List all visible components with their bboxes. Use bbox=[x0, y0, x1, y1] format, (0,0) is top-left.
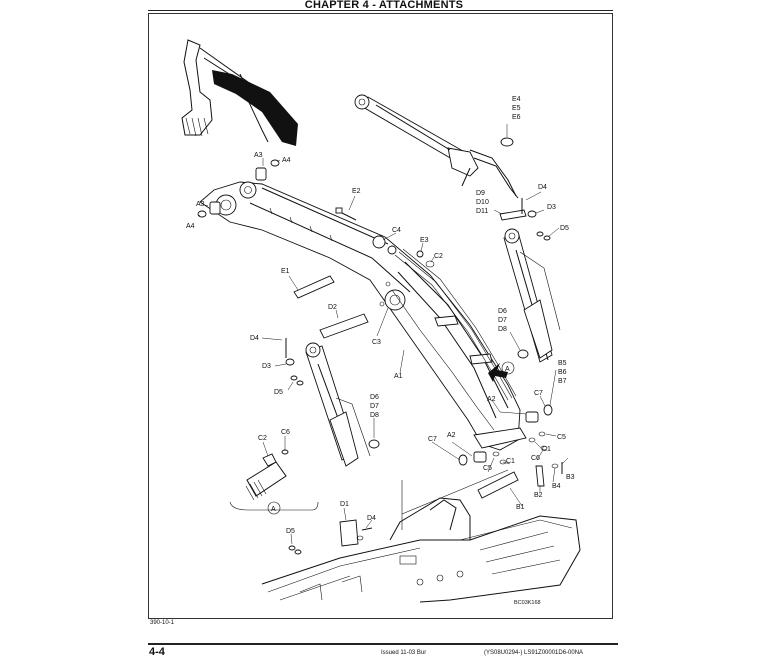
label-a1: A1 bbox=[394, 373, 403, 380]
label-b7: B7 bbox=[558, 378, 567, 385]
label-d11: D11 bbox=[476, 208, 488, 215]
label-c1-right: C1 bbox=[542, 446, 551, 453]
label-b1: B1 bbox=[516, 504, 525, 511]
label-b6: B6 bbox=[558, 369, 567, 376]
label-c7-left: C7 bbox=[428, 436, 437, 443]
label-b2: B2 bbox=[534, 492, 543, 499]
label-d6-right: D6 bbox=[498, 308, 507, 315]
view-marker-label-detail: A bbox=[271, 506, 276, 513]
label-e3: E3 bbox=[420, 237, 429, 244]
view-marker-label-top: A bbox=[505, 366, 510, 373]
label-a2-right: A2 bbox=[487, 396, 496, 403]
label-d5-left: D5 bbox=[274, 389, 283, 396]
label-d4-right: D4 bbox=[538, 184, 547, 191]
issued-date: Issued 11-03 Bur bbox=[381, 650, 427, 656]
leader-lines bbox=[197, 124, 569, 545]
label-c2-detail: C2 bbox=[258, 435, 267, 442]
label-c6-right: C6 bbox=[531, 455, 540, 462]
arm-cylinder bbox=[503, 228, 561, 363]
upper-structure: BC03K168 bbox=[261, 469, 581, 606]
label-c5-left: C5 bbox=[483, 465, 492, 472]
label-d5-right: D5 bbox=[560, 225, 569, 232]
figure-reference: 390-10-1 bbox=[150, 620, 175, 626]
label-e1: E1 bbox=[281, 268, 290, 275]
detail-a: A bbox=[229, 449, 319, 515]
label-d6-left: D6 bbox=[370, 394, 379, 401]
arm-thumbnail bbox=[181, 39, 298, 146]
view-a-marker: A bbox=[488, 361, 515, 382]
label-d9: D9 bbox=[476, 190, 485, 197]
label-e4: E4 bbox=[512, 96, 521, 103]
page-number: 4-4 bbox=[149, 646, 165, 658]
label-a2-left: A2 bbox=[447, 432, 456, 439]
label-d3-right: D3 bbox=[547, 204, 556, 211]
bucket-cylinder bbox=[354, 94, 519, 199]
label-d1: D1 bbox=[340, 501, 349, 508]
label-c2-main: C2 bbox=[434, 253, 443, 260]
chapter-title: CHAPTER 4 - ATTACHMENTS bbox=[304, 0, 464, 11]
footer-rule bbox=[148, 643, 618, 645]
label-e6: E6 bbox=[512, 114, 521, 121]
label-a4-top: A4 bbox=[282, 157, 291, 164]
pins-and-hardware bbox=[197, 137, 563, 555]
label-c6-detail: C6 bbox=[281, 429, 290, 436]
label-d7-right: D7 bbox=[498, 317, 507, 324]
label-d8-left: D8 bbox=[370, 412, 379, 419]
label-e2: E2 bbox=[352, 188, 361, 195]
label-c3: C3 bbox=[372, 339, 381, 346]
label-d3-left: D3 bbox=[262, 363, 271, 370]
label-b3: B3 bbox=[566, 474, 575, 481]
label-a3-left: A3 bbox=[196, 201, 205, 208]
figure-frame bbox=[148, 13, 613, 619]
label-d4-left: D4 bbox=[250, 335, 259, 342]
label-c7-right: C7 bbox=[534, 390, 543, 397]
label-c1-left: C1 bbox=[506, 458, 515, 465]
header-rule bbox=[148, 10, 613, 11]
drawing-code: BC03K168 bbox=[514, 600, 541, 606]
document-reference: (YS08U0294-) LS91Z00001D6-00NA bbox=[484, 650, 584, 656]
label-d2: D2 bbox=[328, 304, 337, 311]
label-d8-right: D8 bbox=[498, 326, 507, 333]
label-d5-bottom: D5 bbox=[286, 528, 295, 535]
label-d10: D10 bbox=[476, 199, 489, 206]
label-c5-right: C5 bbox=[557, 434, 566, 441]
boom-cylinder bbox=[305, 342, 371, 467]
label-b4: B4 bbox=[552, 483, 561, 490]
label-c4: C4 bbox=[392, 227, 401, 234]
boom bbox=[199, 181, 527, 451]
label-b5: B5 bbox=[558, 360, 567, 367]
label-d7-left: D7 bbox=[370, 403, 379, 410]
part-labels: E4 E5 E6 A3 A4 A3 A4 E2 C4 E3 C2 E1 D9 D… bbox=[186, 96, 575, 535]
label-a3-top: A3 bbox=[254, 152, 263, 159]
label-a4-left: A4 bbox=[186, 223, 195, 230]
label-e5: E5 bbox=[512, 105, 521, 112]
label-d4-bottom: D4 bbox=[367, 515, 376, 522]
